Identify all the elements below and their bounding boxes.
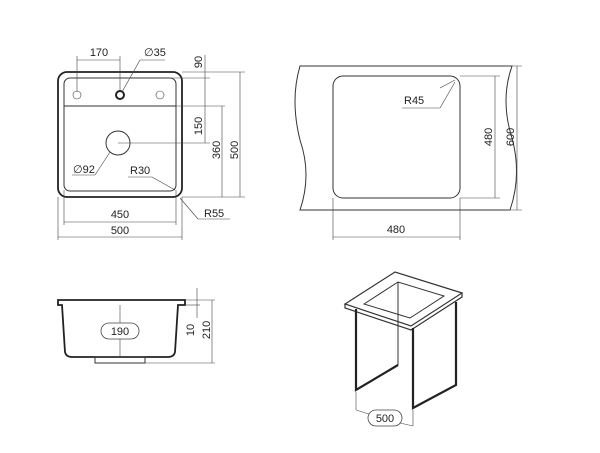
dim-hole-offset: 170 [90,47,108,59]
dim-outer-radius: R55 [204,208,224,220]
tap-hole [115,90,125,100]
dim-cutout-width: 480 [387,224,405,236]
dim-drain-dia: ∅92 [73,164,95,176]
cabinet-left-panel [354,309,399,392]
dim-bowl-depth: 190 [111,326,129,338]
dim-cabinet-width: 500 [376,413,394,425]
countertop-slab [343,271,464,327]
dim-rim-depth: 90 [193,56,205,68]
dim-drain-offset: 150 [193,117,205,135]
dim-inner-radius: R30 [130,165,150,177]
sink-top-view: 170 ∅35 90 150 360 500 ∅92 R30 R55 450 5… [57,47,245,240]
cutout-view: R45 480 600 480 [294,65,522,240]
dim-corner-radius: R45 [404,95,424,107]
dim-bowl-length: 360 [211,141,223,159]
dim-bowl-width: 450 [111,209,129,221]
dimension-lines [57,55,245,240]
cutout-outline [332,75,461,199]
sink-section-outline [57,299,186,358]
tap-hole-blank-left [72,90,82,100]
tap-hole-blank-right [155,90,165,100]
dim-total-depth: 210 [201,321,213,339]
cutout-dimension-lines [332,65,522,240]
dim-cutout-height: 480 [483,128,495,146]
dim-rim: 10 [185,324,197,336]
bowl-depth-badge [100,322,140,340]
dim-cabinet-height: 600 [505,128,517,146]
section-view: 190 10 210 [57,288,215,364]
dim-outer-length: 500 [229,141,241,159]
sink-opening [362,281,446,319]
cabinet-right-panel [411,302,458,410]
dim-tap-hole: ∅35 [144,47,166,59]
dim-outer-width: 500 [111,225,129,237]
countertop-edge [344,293,463,331]
cabinet-width-badge [367,409,403,427]
cabinet-view: 500 [343,271,464,427]
